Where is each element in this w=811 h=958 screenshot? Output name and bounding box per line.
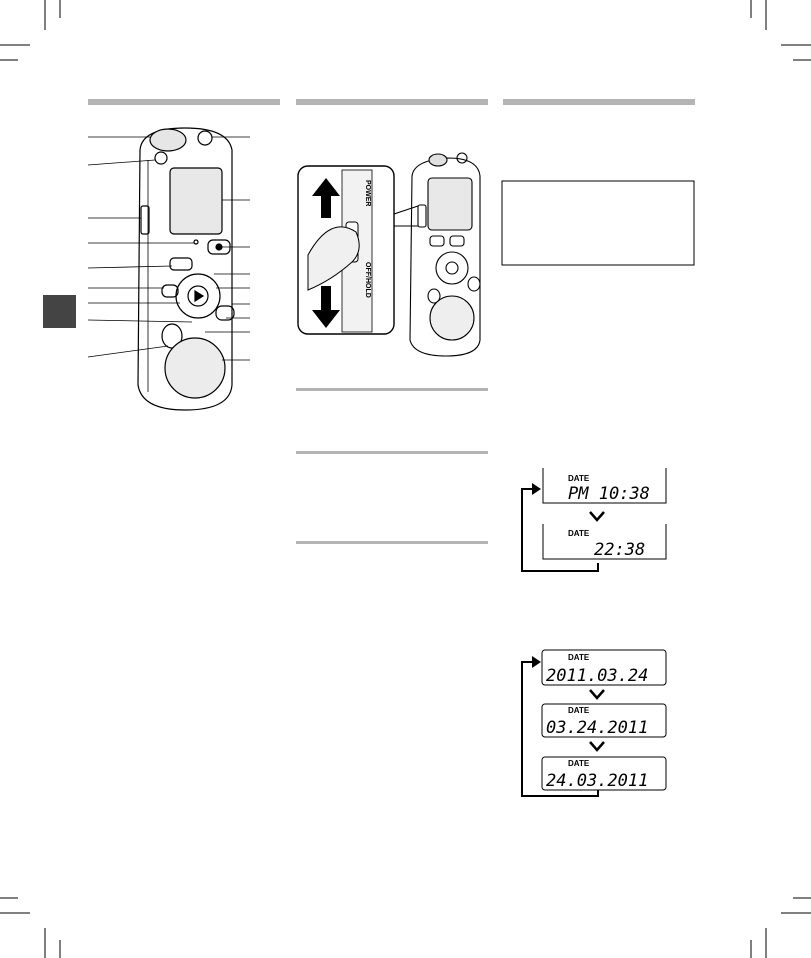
leader-lines [87, 136, 250, 361]
time-12h-value: PM 10:38 [568, 484, 650, 504]
mic-jack [154, 151, 168, 165]
earphone-jack [197, 130, 213, 146]
arrow-up-icon [312, 178, 340, 218]
time-format-diagram: DATE PM 10:38 DATE 22:38 [521, 468, 667, 572]
hold-switch-illustration: POWER OFF/HOLD [297, 165, 395, 335]
switch-label-hold: OFF/HOLD [364, 262, 371, 298]
chevron-down-icon [589, 511, 605, 522]
chapter-tab [43, 295, 76, 328]
date-dmy-value: 24.03.2011 [546, 771, 648, 791]
date-tag: DATE [568, 759, 590, 768]
device-front-diagram [137, 127, 235, 411]
stop-button [169, 257, 193, 271]
folder-button [161, 284, 179, 298]
lcd-screen [169, 167, 223, 235]
lcd-date-dmy [541, 756, 667, 791]
microphone [149, 128, 187, 152]
erase-button [215, 305, 235, 321]
switch-label-power: POWER [364, 180, 371, 206]
date-tag: DATE [568, 474, 590, 483]
section-rules [88, 99, 695, 544]
led-indicator [193, 239, 199, 245]
lcd-time-12h [542, 468, 667, 504]
arrow-down-icon [312, 286, 340, 328]
loop-arrow [521, 488, 599, 572]
time-24h-value: 22:38 [594, 540, 645, 560]
chevron-down-icon [589, 741, 605, 752]
lcd-time-24h [542, 524, 667, 560]
date-mdy-value: 03.24.2011 [546, 718, 648, 738]
loop-arrow [521, 661, 599, 797]
lcd-date-ymd [541, 649, 667, 686]
lcd-date-mdy [541, 703, 667, 738]
note-box [501, 180, 695, 266]
date-format-diagram: DATE 2011.03.24 DATE 03.24.2011 DATE 24.… [521, 649, 667, 797]
date-tag: DATE [568, 653, 590, 662]
date-tag: DATE [568, 706, 590, 715]
rec-dot [215, 243, 223, 251]
date-tag: DATE [568, 529, 590, 538]
speaker-grille [164, 337, 226, 399]
arrow-right-icon [532, 656, 541, 668]
play-button [187, 285, 209, 307]
hold-switch [140, 205, 150, 235]
date-ymd-value: 2011.03.24 [546, 666, 648, 686]
device-side-view [393, 152, 481, 357]
chevron-down-icon [589, 689, 605, 700]
arrow-right-icon [532, 483, 541, 495]
